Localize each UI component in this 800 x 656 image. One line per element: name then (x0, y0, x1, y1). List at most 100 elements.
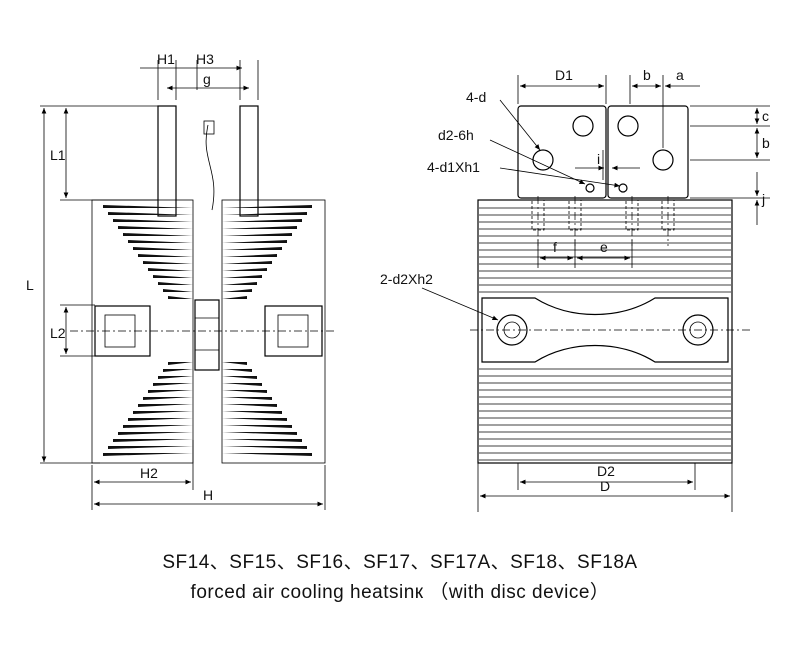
fin (222, 418, 287, 421)
label-L: L (26, 277, 34, 293)
gate-pin (618, 183, 628, 193)
fin (222, 247, 282, 250)
label-4-d: 4-d (466, 89, 486, 105)
fin (113, 439, 193, 442)
fin (143, 261, 193, 264)
fin (133, 247, 193, 250)
fin (222, 446, 307, 449)
fin (222, 205, 312, 208)
label-g: g (203, 71, 211, 87)
fin (222, 261, 272, 264)
fin (123, 233, 193, 236)
fin (123, 425, 193, 428)
label-d2-6h: d2-6h (438, 127, 474, 143)
fin (168, 362, 193, 365)
label-L1: L1 (50, 147, 66, 163)
caption-description: forced air cooling heatsinк （with disc d… (190, 582, 610, 603)
left-side-view: H1 H3 g L1 L L2 H2 H (26, 51, 335, 510)
label-D2: D2 (597, 463, 615, 479)
left-terminal-plate (517, 105, 607, 199)
heatsink-body (477, 199, 733, 464)
fin (108, 446, 193, 449)
tapped-holes (531, 196, 675, 246)
label-c: c (762, 108, 769, 124)
terminal-hole (532, 149, 554, 171)
fin (103, 205, 193, 208)
terminal-hole (572, 115, 594, 137)
fin (222, 212, 307, 215)
fin (222, 453, 312, 456)
fin (222, 425, 292, 428)
fin (128, 240, 193, 243)
fin (222, 254, 277, 257)
right-front-view: D1 b a c b i j 4-d d2-6h 4-d1Xh1 f e 2-d… (380, 67, 770, 512)
label-H1: H1 (157, 51, 175, 67)
fin (222, 404, 277, 407)
label-H: H (203, 487, 213, 503)
caption-models: SF14、SF15、SF16、SF17、SF17A、SF18、SF18A (162, 552, 638, 573)
fin (222, 369, 252, 372)
fin (222, 233, 292, 236)
fin (108, 212, 193, 215)
label-e: e (600, 239, 608, 255)
label-i: i (597, 151, 600, 167)
fin (103, 453, 193, 456)
label-H3: H3 (196, 51, 214, 67)
fin (222, 376, 257, 379)
fin (222, 275, 262, 278)
fin (148, 390, 193, 393)
fin (153, 275, 193, 278)
right-terminal-plate (607, 105, 689, 199)
fin (158, 376, 193, 379)
fin (168, 296, 193, 299)
fin (148, 268, 193, 271)
fin (222, 219, 302, 222)
fin (153, 383, 193, 386)
label-b-top: b (643, 67, 651, 83)
fin (118, 432, 193, 435)
gate-wire (205, 124, 215, 211)
fin (118, 226, 193, 229)
fin (128, 418, 193, 421)
fin (222, 432, 297, 435)
fin (143, 397, 193, 400)
right-terminal-bar (239, 105, 259, 217)
left-terminal-bar (157, 105, 177, 217)
fin (222, 226, 297, 229)
left-fin-array (91, 199, 326, 464)
label-f: f (553, 239, 557, 255)
label-L2: L2 (50, 325, 66, 341)
label-b-side: b (762, 135, 770, 151)
fin (222, 240, 287, 243)
label-j: j (761, 191, 765, 207)
heatsink-half-outline (91, 199, 194, 464)
fin (222, 268, 267, 271)
fin (222, 282, 257, 285)
label-H2: H2 (140, 465, 158, 481)
label-D: D (600, 478, 610, 494)
fin (222, 289, 252, 292)
disc-device (194, 299, 220, 371)
fin (163, 369, 193, 372)
heatsink-half-outline (221, 199, 326, 464)
fin (138, 254, 193, 257)
gate-pin (585, 183, 595, 193)
fin (113, 219, 193, 222)
fin (222, 397, 272, 400)
terminal-hole (617, 115, 639, 137)
fin (222, 362, 247, 365)
fin (222, 390, 267, 393)
terminal-hole (652, 149, 674, 171)
label-a: a (676, 67, 684, 83)
fin (222, 439, 302, 442)
fin (222, 411, 282, 414)
label-2-d2xh2: 2-d2Xh2 (380, 271, 433, 287)
fin (163, 289, 193, 292)
fin (158, 282, 193, 285)
fin (133, 411, 193, 414)
clamp-bar (481, 297, 729, 363)
fin (138, 404, 193, 407)
fin (222, 296, 247, 299)
label-D1: D1 (555, 67, 573, 83)
